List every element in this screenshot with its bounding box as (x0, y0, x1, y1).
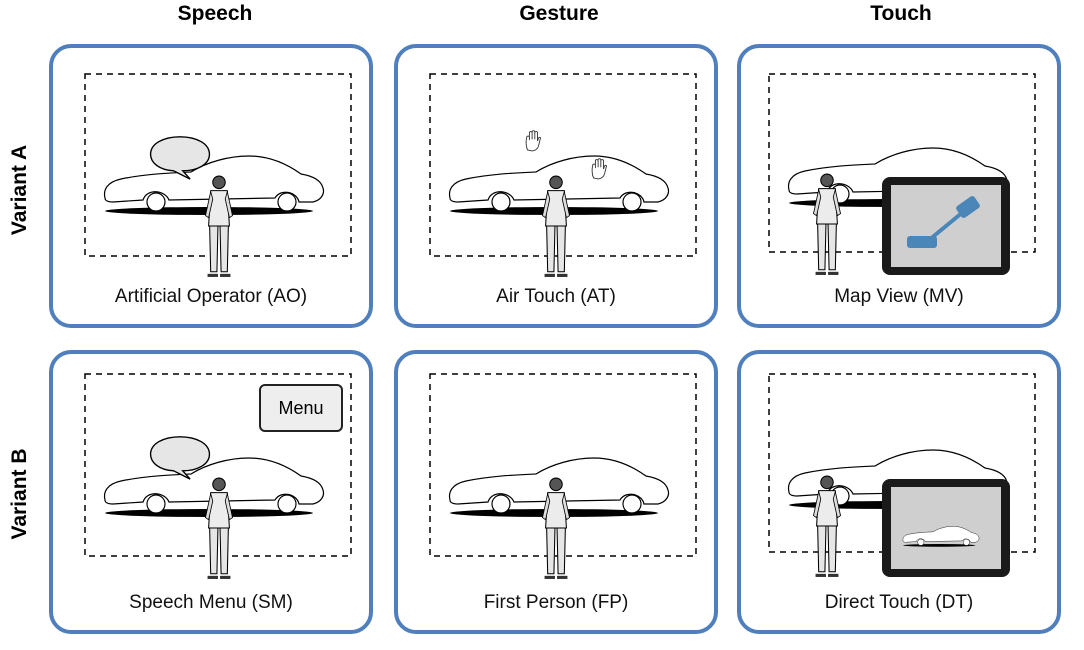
panel-map-view: Map View (MV) (737, 44, 1061, 328)
air-touch-scene (429, 73, 697, 278)
panel-label: First Person (FP) (483, 592, 629, 613)
column-header-touch: Touch (870, 2, 932, 25)
row-header-variant-a: Variant A (0, 40, 40, 340)
artificial-operator-scene (84, 73, 352, 278)
panel-label: Artificial Operator (AO) (114, 286, 308, 307)
row-header-variant-a-label: Variant A (8, 144, 31, 236)
row-header-variant-b-label: Variant B (8, 448, 31, 540)
panel-direct-touch: Direct Touch (DT) (737, 350, 1061, 634)
first-person-scene (429, 373, 697, 580)
panel-speech-menu: Menu Speech Menu (SM) (49, 350, 373, 634)
map-view-scene (768, 73, 1036, 276)
robot-arm-map-icon (907, 196, 980, 248)
panel-first-person: First Person (FP) (394, 350, 718, 634)
column-header-gesture: Gesture (519, 2, 599, 25)
panel-label: Direct Touch (DT) (824, 592, 974, 613)
panel-artificial-operator: Artificial Operator (AO) (49, 44, 373, 328)
column-header-speech: Speech (177, 2, 253, 25)
speech-menu-scene (84, 373, 352, 580)
panel-label: Air Touch (AT) (496, 286, 616, 307)
hand-gesture-icon (525, 130, 541, 152)
panel-label: Map View (MV) (834, 286, 964, 307)
panel-label: Speech Menu (SM) (129, 592, 293, 613)
row-header-variant-b: Variant B (0, 344, 40, 644)
panel-air-touch: Air Touch (AT) (394, 44, 718, 328)
menu-button: Menu (259, 384, 343, 432)
direct-touch-scene (768, 373, 1036, 578)
